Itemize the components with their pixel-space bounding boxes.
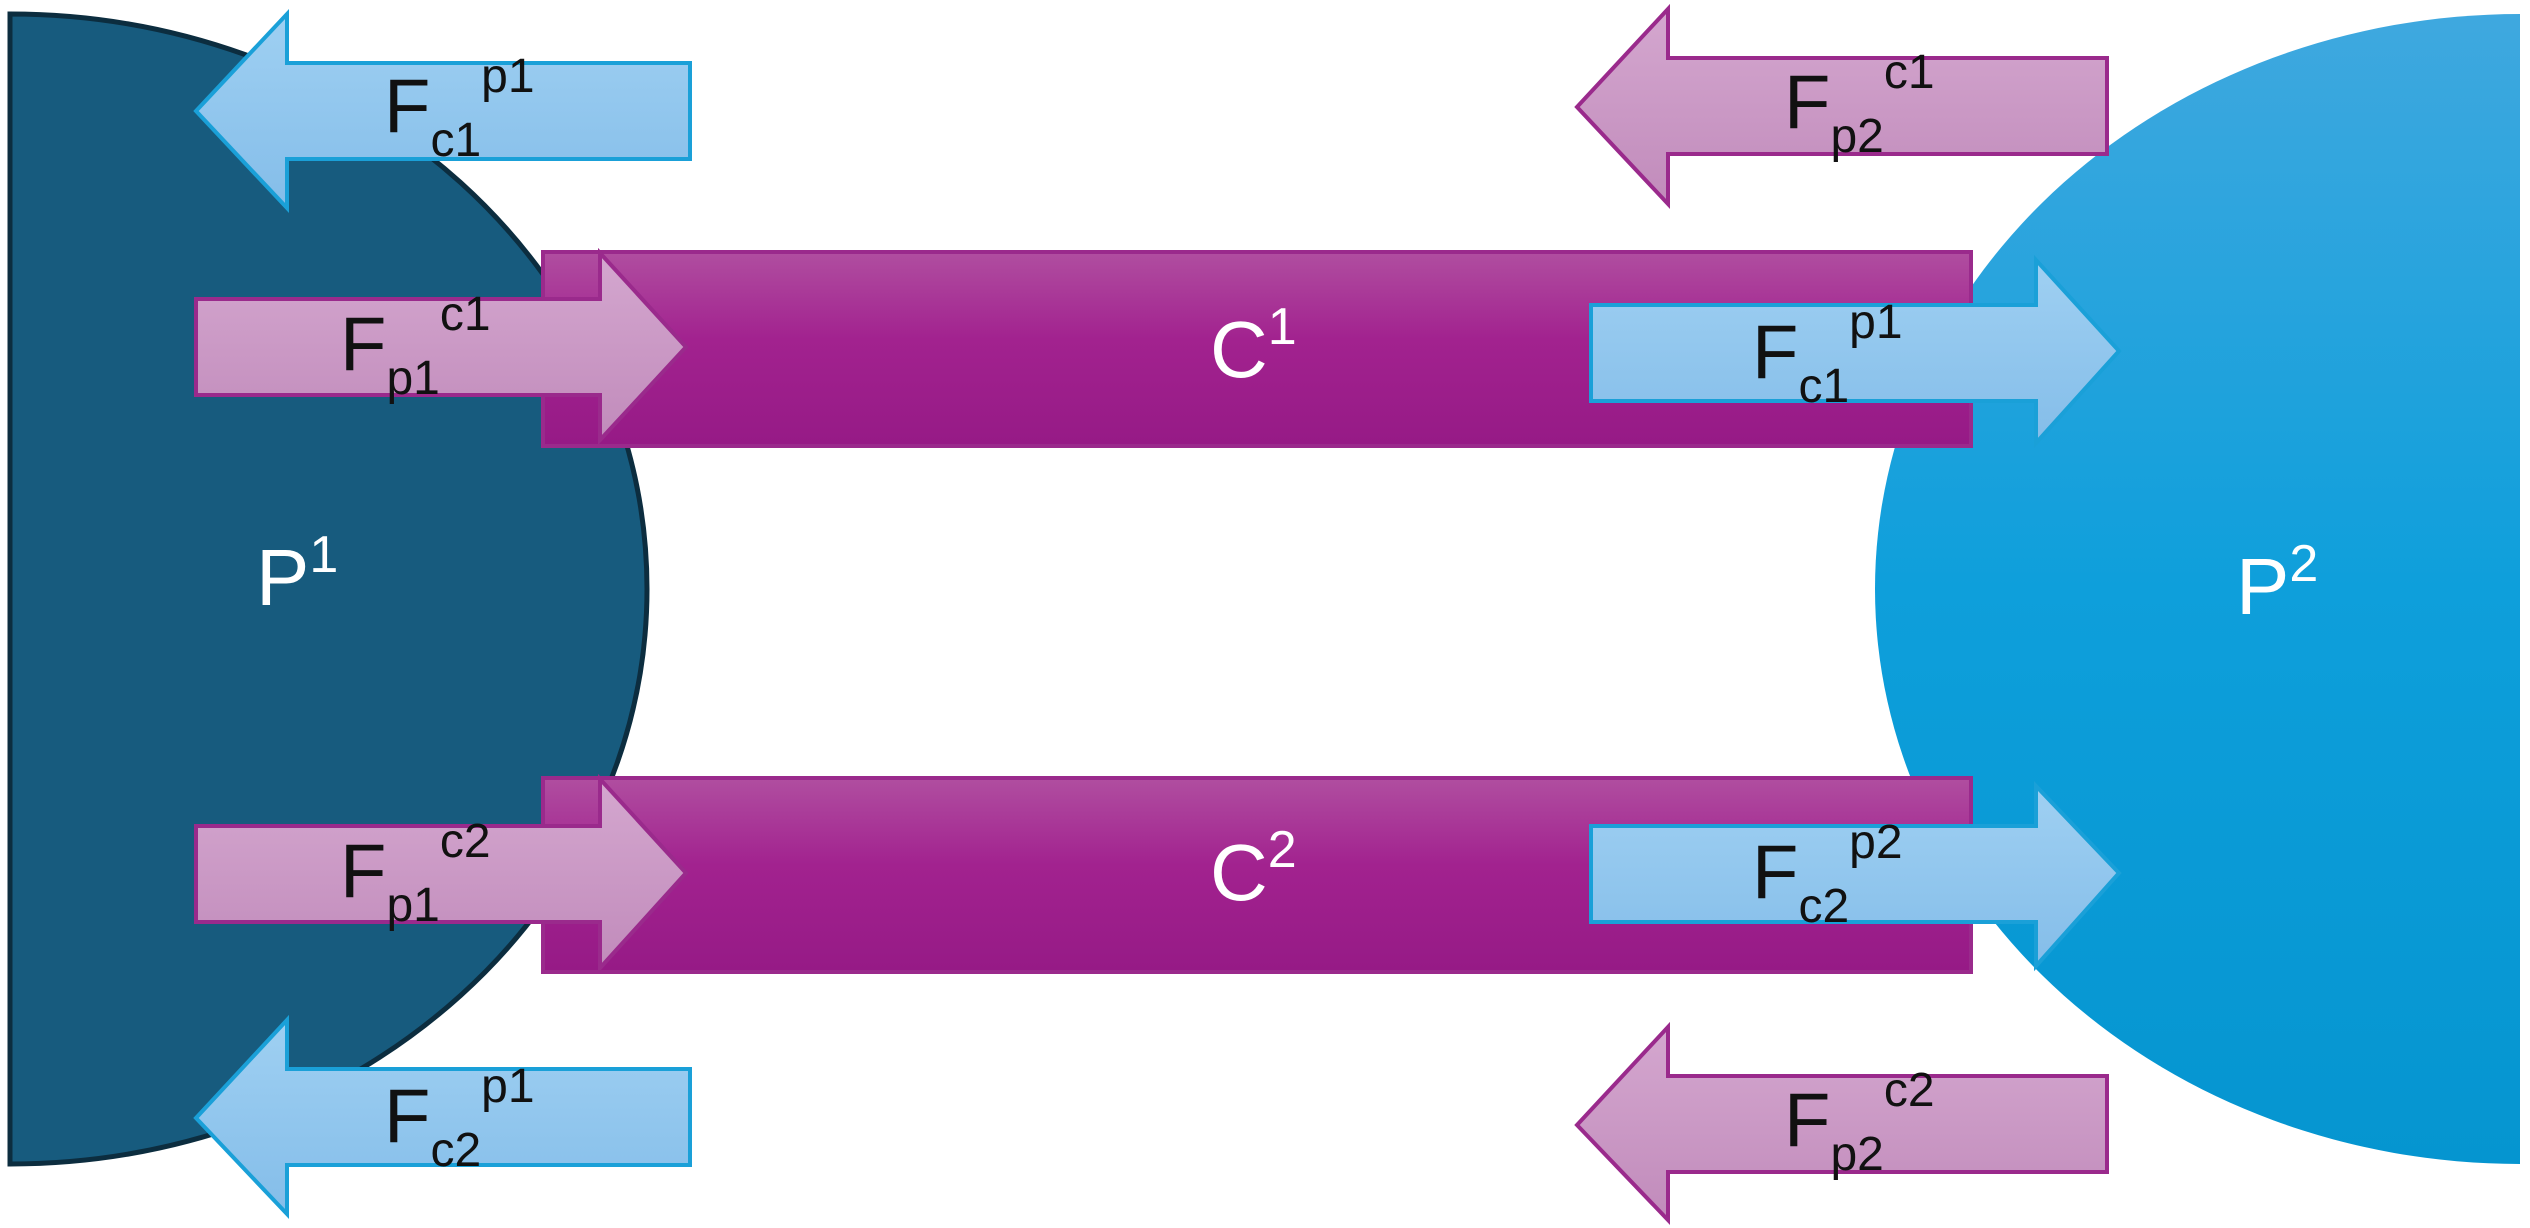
force-label-fc1p1-right: Fc1p1 bbox=[1752, 296, 1903, 413]
p2-node bbox=[1875, 14, 2520, 1164]
force-label-fc2p2: Fc2p2 bbox=[1752, 816, 1903, 933]
force-label-fp2c2: Fp2c2 bbox=[1784, 1064, 1935, 1181]
force-label-fp1c1: Fp1c1 bbox=[340, 288, 491, 405]
p1-label: P1 bbox=[256, 526, 338, 622]
force-arrow-fc2p1-left bbox=[193, 1014, 692, 1220]
p1-node bbox=[7, 11, 650, 1167]
force-label-fc1p1-left: Fc1p1 bbox=[384, 50, 535, 167]
c1-label: C1 bbox=[1210, 298, 1297, 394]
force-label-fp2c1: Fp2c1 bbox=[1784, 46, 1935, 163]
force-arrow-fc1p1-left bbox=[193, 8, 692, 214]
force-arrow-fp2c1 bbox=[1574, 3, 2109, 210]
force-label-fp1c2: Fp1c2 bbox=[340, 815, 491, 932]
force-label-fc2p1-left: Fc2p1 bbox=[384, 1060, 535, 1177]
force-arrow-fc1p1-right bbox=[1589, 254, 2122, 449]
force-arrow-fp1c2 bbox=[194, 773, 689, 974]
force-arrow-fp2c2 bbox=[1574, 1021, 2109, 1225]
force-arrow-fc2p2 bbox=[1589, 781, 2122, 972]
c2-label: C2 bbox=[1210, 821, 1297, 917]
p2-label: P2 bbox=[2236, 535, 2318, 631]
force-arrow-fp1c1 bbox=[194, 247, 689, 446]
